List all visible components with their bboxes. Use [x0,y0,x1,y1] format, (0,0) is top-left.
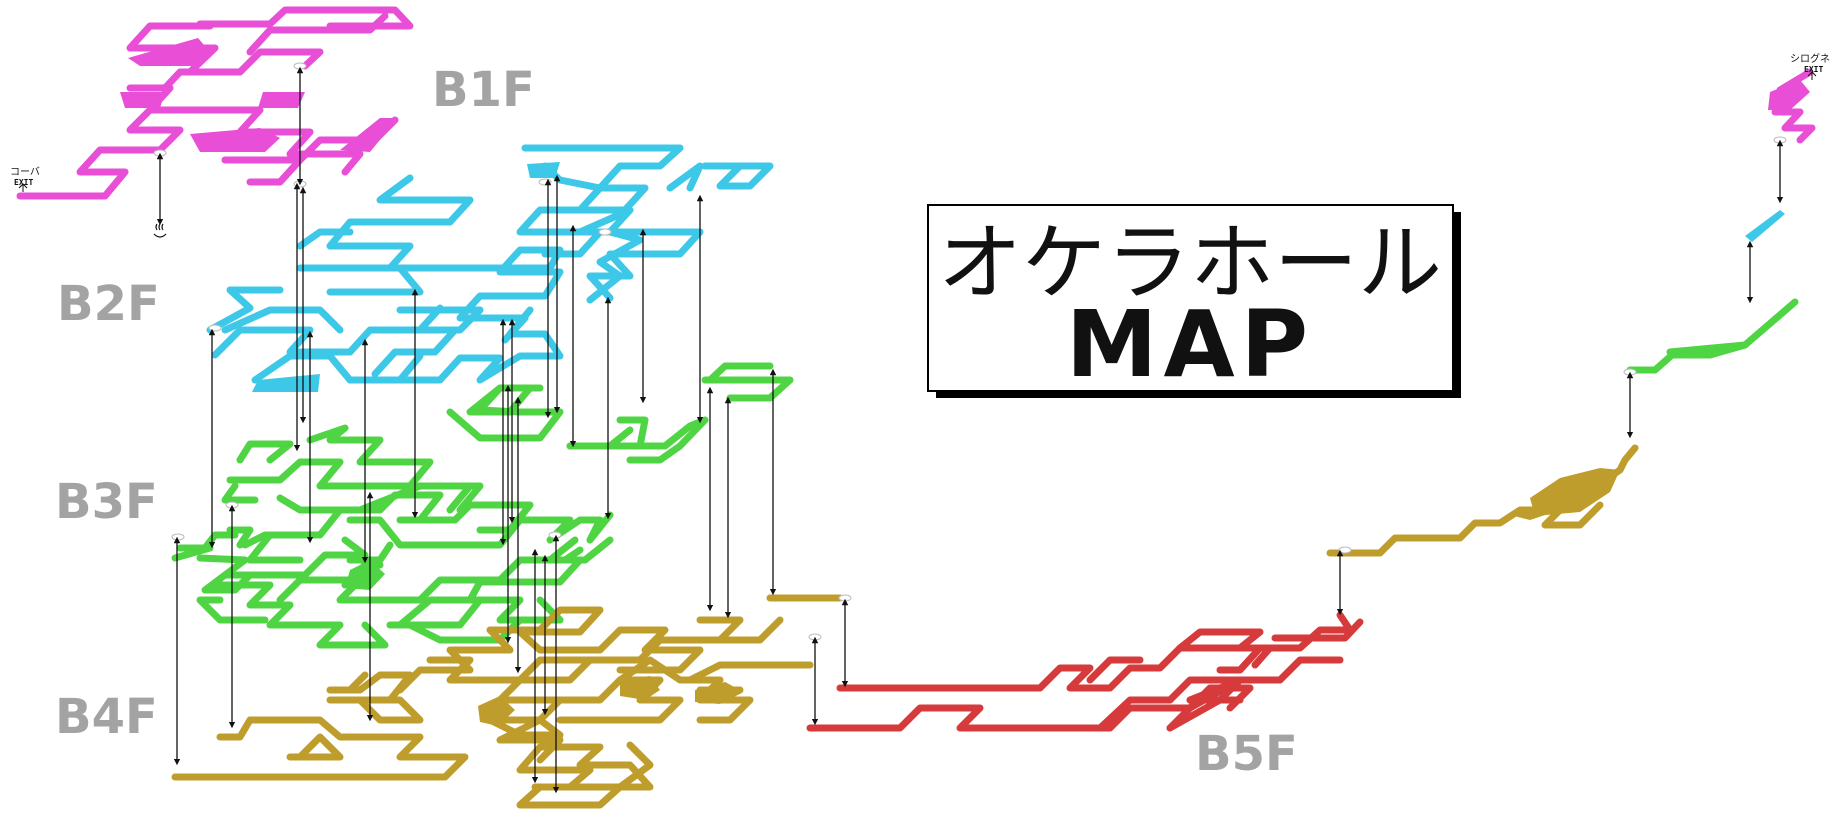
stairs-icon[interactable] [838,594,852,602]
stairs-icon[interactable] [808,633,822,641]
exit-east-sub: EXIT [1804,65,1823,74]
stairs-icon[interactable] [598,228,612,236]
exit-arrow-icon [1807,71,1817,80]
exit-west[interactable]: コーバ EXIT [10,166,40,192]
floor-b5f-paths [806,611,1364,732]
title-japanese: オケラホール [938,214,1442,312]
floor-label-b3f: B3F [55,474,158,530]
floor-label-b4f: B4F [55,689,158,745]
exit-west-sub: EXIT [14,178,33,187]
stairs-icon[interactable] [1623,368,1637,376]
stairs-icon[interactable] [225,501,239,509]
floor-label-b5f: B5F [1195,726,1298,782]
floor-b4f-rooms [478,468,1620,726]
stairs-icon[interactable] [538,178,552,186]
stairs-icon[interactable] [153,149,167,157]
exit-arrow-icon [18,183,28,192]
stairs-icon[interactable] [1773,136,1787,144]
exit-east[interactable]: シログネ EXIT [1790,52,1830,80]
exit-west-name: コーバ [10,166,40,178]
title-map: MAP [1066,291,1314,398]
stairs-icon[interactable] [208,324,222,332]
floor-b1f-rooms [120,38,1810,152]
exit-east-name: シログネ [1790,52,1830,65]
hot-spring-icon[interactable] [153,223,167,238]
stairs-icon[interactable] [171,533,185,541]
floor-b1f-paths [16,6,414,200]
title-box: オケラホール MAP [927,204,1461,398]
floor-b3f-rooms [345,560,385,590]
floor-connectors [156,66,1784,794]
stairs-icon[interactable] [293,62,307,70]
floor-label-b1f: B1F [432,62,535,118]
floor-b1f-east-paths [1771,68,1816,144]
stairs-icon[interactable] [1338,546,1352,554]
floor-label-b2f: B2F [57,276,160,332]
stairs-icon[interactable] [548,531,562,539]
